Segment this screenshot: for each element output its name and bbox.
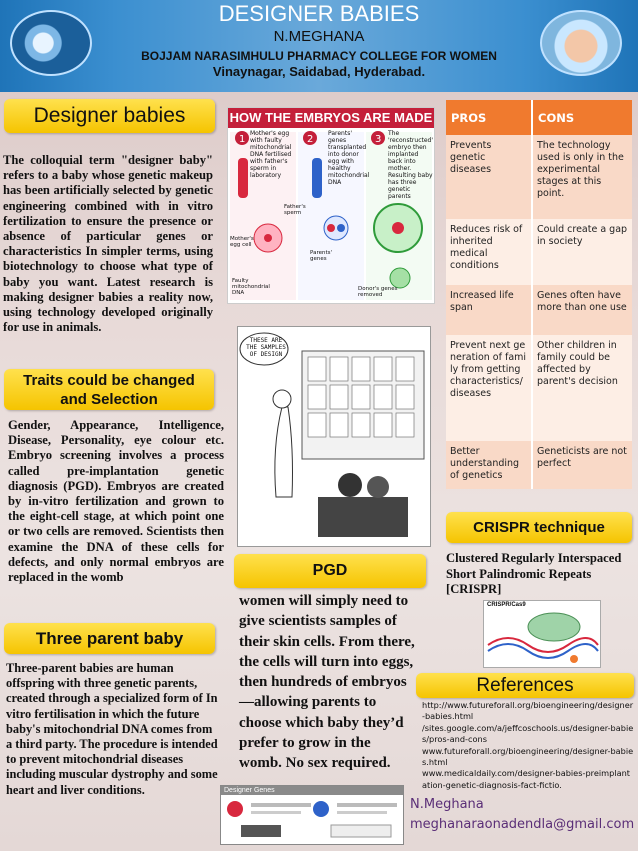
three-parent-heading: Three parent baby	[4, 623, 215, 654]
traits-text: Gender, Appearance, Intelligence, Diseas…	[8, 418, 224, 585]
designer-genes-drawing	[227, 801, 397, 838]
svg-text:2: 2	[307, 134, 313, 145]
references-list: http://www.futureforall.org/bioengineeri…	[422, 700, 634, 791]
table-cell: Other children in family could be affect…	[531, 335, 632, 441]
poster-author: N.MEGHANA	[273, 28, 365, 45]
table-row: Prevents genetic diseases The technology…	[446, 135, 632, 219]
poster-header: DESIGNER BABIES N.MEGHANA BOJJAM NARASIM…	[0, 0, 638, 92]
table-cell: Prevents genetic diseases	[446, 135, 532, 219]
infographic-step1: Mother's egg with faulty mitochondrial D…	[250, 130, 292, 179]
reference-item: /sites.google.com/a/jeffcoschools.us/des…	[422, 722, 634, 745]
table-row: Increased life span Genes often have mor…	[446, 285, 632, 335]
table-cell: Reduces risk of inherited medical condit…	[446, 219, 532, 285]
crispr-diagram-label: CRISPR/Cas9	[487, 602, 526, 608]
embryo-infographic: HOW THE EMBRYOS ARE MADE 1 2 3 Mother's …	[227, 107, 435, 304]
infographic-step2: Parents' genes transplanted into donor e…	[328, 130, 370, 186]
three-parent-text: Three-parent babies are human offspring …	[6, 661, 218, 797]
egg-cell-image	[10, 10, 92, 76]
table-row: Better understanding of genetics Genetic…	[446, 441, 632, 489]
reference-item: www.medicaldaily.com/designer-babies-pre…	[422, 768, 631, 790]
cartoon-drawing	[239, 332, 425, 537]
traits-heading-line2: and Selection	[60, 391, 158, 408]
infographic-step3: The 'reconstructed' embryo then implante…	[388, 130, 433, 200]
baby-in-bubble-image	[540, 10, 622, 76]
table-cell: Better understanding of genetics	[446, 441, 532, 489]
crispr-text: Clustered Regularly Interspaced Short Pa…	[446, 551, 622, 596]
reference-item: http://www.futureforall.org/bioengineeri…	[422, 700, 634, 722]
cons-header: CONS	[531, 100, 632, 135]
label-parents-genes: Parents' genes	[310, 250, 332, 262]
pgd-text: women will simply need to give scientist…	[239, 593, 415, 772]
crispr-diagram-drawing	[487, 612, 599, 663]
college-name: BOJJAM NARASIMHULU PHARMACY COLLEGE FOR …	[141, 49, 497, 63]
traits-heading-line1: Traits could be changed	[23, 372, 195, 389]
label-faulty-dna: Faulty mitochondrial DNA	[232, 278, 270, 296]
table-cell: Prevent next generation of family from g…	[446, 335, 532, 441]
cartoon-speech-bubble: THESE ARE THE SAMPLES OF DESIGN	[246, 337, 286, 358]
designer-babies-text: The colloquial term "designer baby" refe…	[3, 153, 213, 335]
label-donor-genes: Donor's genes removed	[358, 286, 398, 298]
label-fathers-sperm: Father's sperm	[284, 204, 306, 216]
college-address: Vinaynagar, Saidabad, Hyderabad.	[212, 64, 426, 79]
crispr-heading: CRISPR technique	[446, 512, 632, 543]
svg-text:1: 1	[239, 134, 245, 145]
table-cell: Could create a gap in society	[531, 219, 632, 285]
signature-name: N.Meghana	[410, 797, 484, 812]
table-cell: Genes often have more than one use	[531, 285, 632, 335]
reference-item: www.futureforall.org/bioengineering/desi…	[422, 745, 634, 768]
table-cell: The technology used is only in the exper…	[531, 135, 632, 219]
poster-title: DESIGNER BABIES	[218, 1, 420, 26]
svg-text:3: 3	[375, 134, 381, 145]
designer-babies-heading: Designer babies	[4, 99, 215, 133]
pgd-heading: PGD	[234, 554, 426, 588]
infographic-drawing: 1 2 3	[230, 131, 432, 300]
designer-genes-image: Designer Genes	[220, 785, 404, 845]
traits-heading: Traits could be changed and Selection	[4, 369, 214, 410]
label-mothers-egg: Mother's egg cell	[230, 236, 254, 248]
table-cell: Geneticists are not perfect	[531, 441, 632, 489]
cartoon-image: THESE ARE THE SAMPLES OF DESIGN	[237, 326, 431, 547]
pros-cons-table: PROS CONS Prevents genetic diseases The …	[446, 100, 632, 489]
designer-genes-title: Designer Genes	[221, 786, 403, 795]
pros-header: PROS	[446, 100, 532, 135]
crispr-diagram: CRISPR/Cas9	[483, 600, 601, 668]
references-heading: References	[416, 673, 634, 698]
table-cell: Increased life span	[446, 285, 532, 335]
signature-email: meghanaraonadendla@gmail.com	[410, 817, 635, 832]
infographic-title: HOW THE EMBRYOS ARE MADE	[228, 108, 434, 128]
table-row: Reduces risk of inherited medical condit…	[446, 219, 632, 285]
table-row: Prevent next generation of family from g…	[446, 335, 632, 441]
